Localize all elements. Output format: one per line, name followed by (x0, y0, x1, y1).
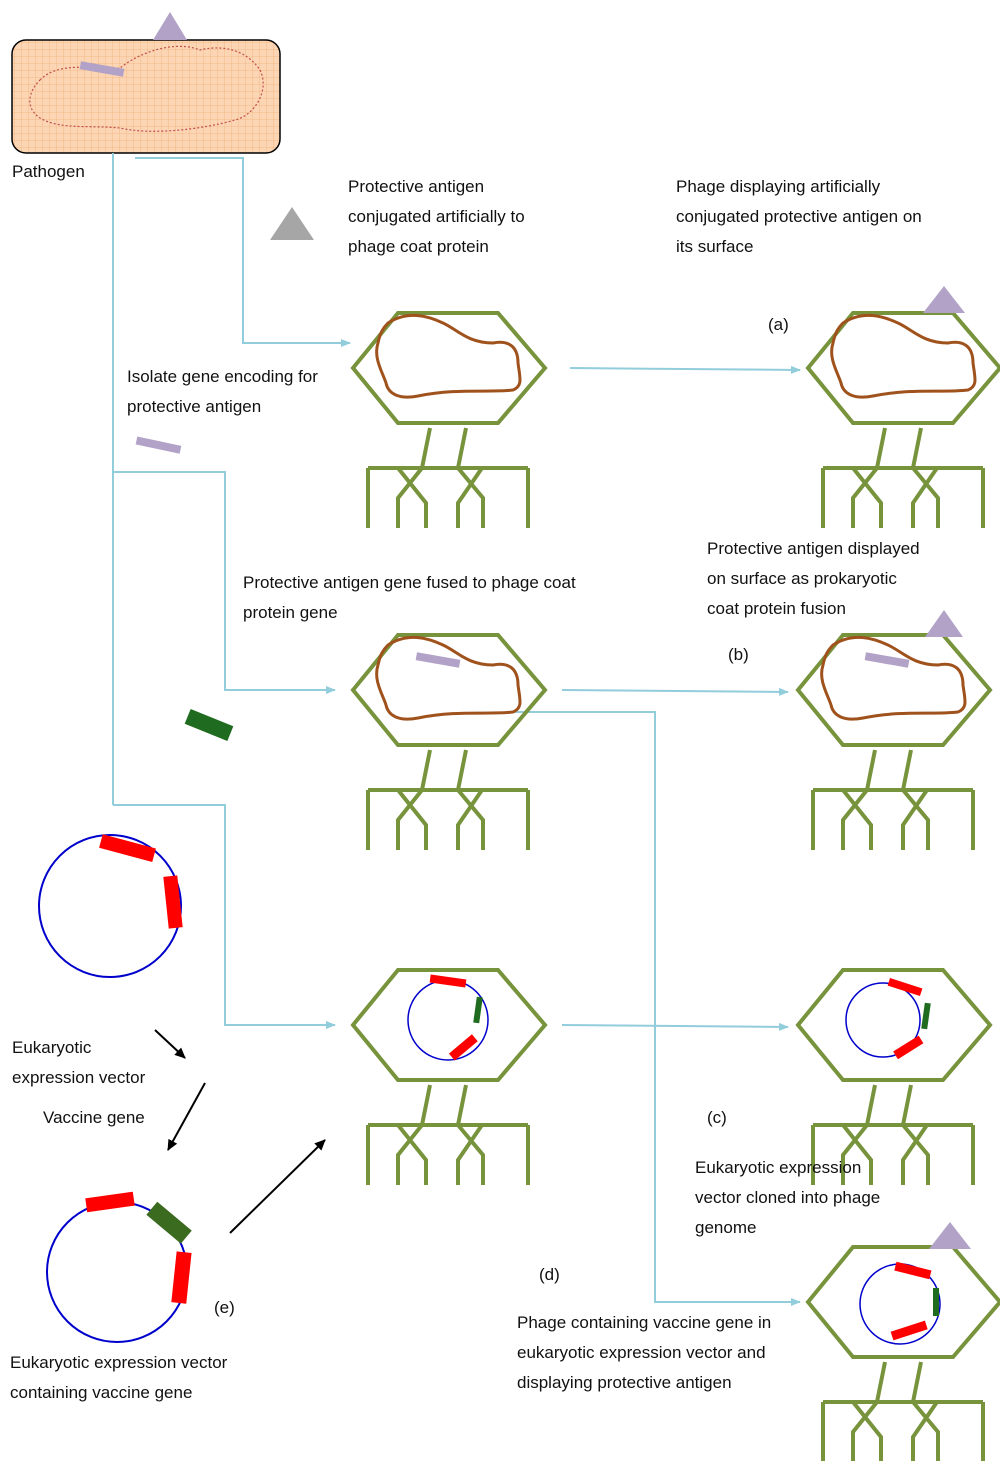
displayed-antigen-b (925, 610, 963, 637)
tag-b: (b) (728, 645, 749, 664)
phage-plasmid (350, 968, 548, 1187)
phage-b (795, 610, 993, 852)
pathogen-antigen-triangle (153, 12, 187, 40)
phage-c (795, 968, 993, 1187)
eukaryotic-containing-label: Eukaryotic expression vector containing … (10, 1353, 228, 1402)
phage-displaying-label: Phage displaying artificially conjugated… (676, 177, 922, 256)
eukaryotic-vector-label: Eukaryotic expression vector (12, 1038, 146, 1087)
vector-with-vaccine-gene (46, 1191, 192, 1343)
phage-a (805, 286, 1000, 530)
vaccine-gene-label: Vaccine gene (43, 1108, 145, 1127)
phage-containing-label: Phage containing vaccine gene in eukaryo… (517, 1313, 772, 1392)
gene-fused-label: Protective antigen gene fused to phage c… (243, 573, 576, 622)
tag-c: (c) (707, 1108, 727, 1127)
displayed-prokaryotic-label: Protective antigen displayed on surface … (707, 539, 920, 618)
conjugated-label: Protective antigen conjugated artificial… (348, 177, 525, 256)
isolate-gene-label: Isolate gene encoding for protective ant… (127, 367, 318, 416)
phage-d (805, 1222, 1000, 1461)
phage-conjugation (350, 311, 548, 530)
eukaryotic-cloned-label: Eukaryotic expression vector cloned into… (695, 1158, 881, 1237)
vaccine-gene-segment (184, 708, 234, 742)
pathogen-label: Pathogen (12, 162, 85, 181)
eukaryotic-expression-vector (38, 834, 183, 978)
tag-d: (d) (539, 1265, 560, 1284)
connector-lines (112, 153, 801, 1306)
phage-fusion (350, 633, 548, 852)
tag-e: (e) (214, 1298, 235, 1317)
displayed-antigen-a (923, 286, 965, 313)
displayed-antigen-d (929, 1222, 971, 1249)
tag-a: (a) (768, 315, 789, 334)
pathogen-cell (11, 12, 281, 154)
black-arrows (154, 1029, 326, 1234)
protective-antigen-icon (270, 207, 314, 240)
isolated-gene-segment (135, 436, 182, 454)
